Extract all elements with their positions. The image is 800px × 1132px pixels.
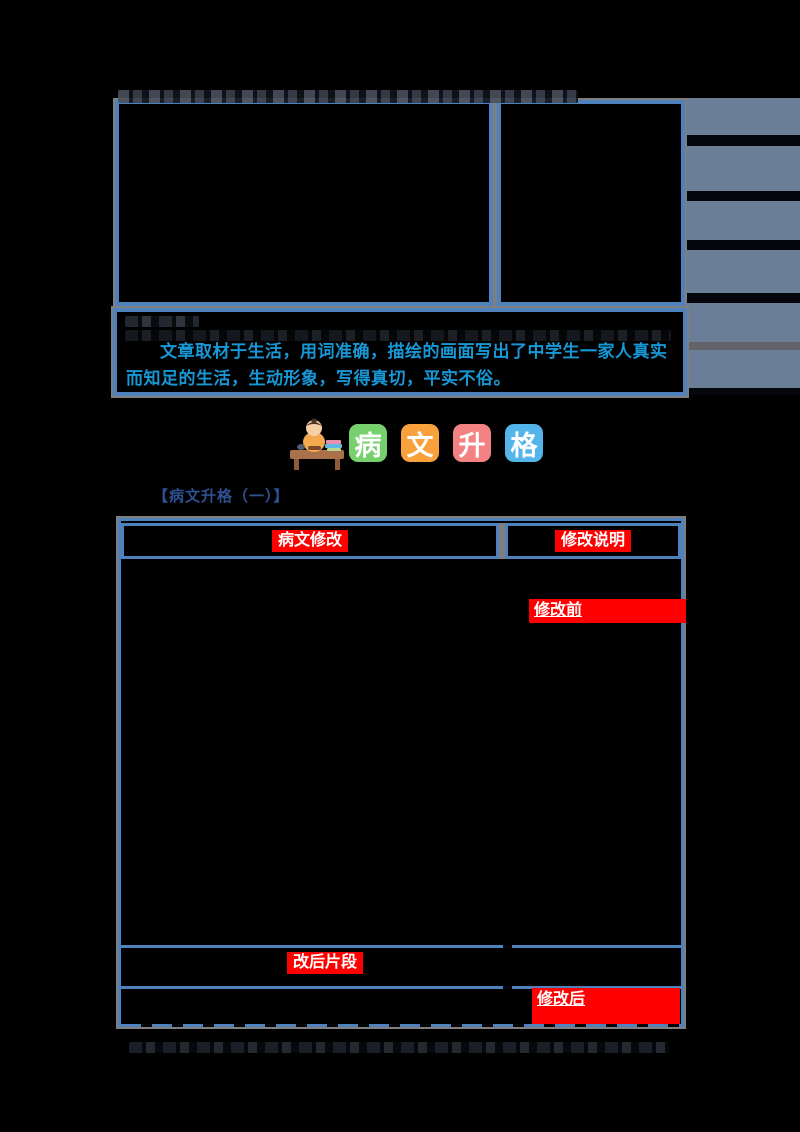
strip-band <box>687 388 800 395</box>
revision-table-header: 病文修改 修改说明 <box>121 523 681 559</box>
comment-line-hint <box>125 330 671 341</box>
badge-xiugai-shuoming: 修改说明 <box>554 530 631 552</box>
strip-band <box>687 342 800 350</box>
logo-tile-wen: 文 <box>401 424 439 462</box>
divider-gap <box>503 945 512 948</box>
table-bottom-border <box>121 1024 681 1027</box>
marker-before: 修改前 <box>529 599 686 623</box>
section-label: 【病文升格（一）】 <box>153 488 290 505</box>
essay-table <box>113 98 687 308</box>
teacher-comment-text: 文章取材于生活，用词准确，描绘的画面写出了中学生一家人真实而知足的生活，生动形象… <box>126 342 668 388</box>
row-divider <box>121 986 681 989</box>
logo-tile-bing: 病 <box>349 424 387 462</box>
strip-band <box>687 293 800 303</box>
badge-bingwen-xiugai: 病文修改 <box>271 530 348 552</box>
header-cell-revision: 病文修改 <box>121 523 499 559</box>
header-gap <box>499 523 505 559</box>
header-cell-notes: 修改说明 <box>505 523 681 559</box>
row-divider <box>121 945 681 948</box>
teacher-comment-box: 文章取材于生活，用词准确，描绘的画面写出了中学生一家人真实而知足的生活，生动形象… <box>111 306 689 398</box>
teacher-at-desk-icon <box>290 418 344 470</box>
marker-after: 修改后 <box>532 988 680 1024</box>
revision-table: 病文修改 修改说明 修改前 改后片段 修改后 <box>116 516 686 1053</box>
marker-revised-fragment: 改后片段 <box>287 952 364 974</box>
cropped-text-hint <box>118 90 578 103</box>
comment-label-hint <box>125 316 199 327</box>
revision-table-body: 修改前 改后片段 修改后 <box>121 559 686 1053</box>
divider-gap <box>503 986 512 989</box>
logo-tile-ge: 格 <box>505 424 543 462</box>
logo-tiles: 病 文 升 格 <box>349 424 543 462</box>
cropped-text-hint <box>129 1042 669 1053</box>
strip-band <box>687 191 800 201</box>
essay-body-cell <box>115 100 493 306</box>
strip-band <box>687 240 800 250</box>
right-margin-strip <box>687 98 800 395</box>
essay-notes-cell <box>497 100 685 306</box>
logo-tile-sheng: 升 <box>453 424 491 462</box>
strip-band <box>687 135 800 146</box>
